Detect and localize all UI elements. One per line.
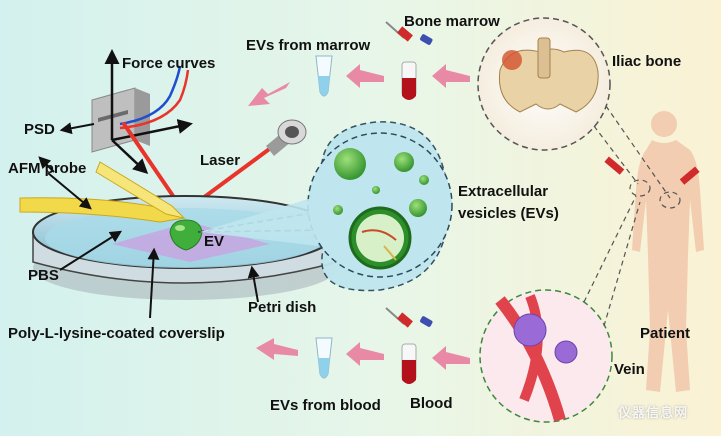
vein-zoom xyxy=(479,289,613,423)
label-vein: Vein xyxy=(614,361,645,378)
iliac-bone-zoom xyxy=(477,17,611,151)
label-ev: EV xyxy=(204,233,225,250)
ev-marrow-tube xyxy=(315,55,333,97)
label-laser: Laser xyxy=(200,152,241,169)
blood-tube xyxy=(401,343,417,384)
laser-source xyxy=(266,119,307,156)
label-petri-dish: Petri dish xyxy=(248,299,317,316)
zoom-connectors xyxy=(583,105,681,327)
psd-pointer xyxy=(59,122,95,135)
ev-blood-tube xyxy=(315,337,333,379)
watermark: 仪器信息网 xyxy=(618,405,689,420)
label-vesicles-evs: vesicles (EVs) xyxy=(458,205,559,222)
label-pointers xyxy=(38,156,260,319)
syringe-bottom xyxy=(385,307,413,328)
label-blood: Blood xyxy=(410,395,453,412)
label-patient: Patient xyxy=(640,325,691,342)
cap-top xyxy=(420,34,433,45)
syringe-patient-2 xyxy=(679,166,700,185)
cap-bottom xyxy=(420,316,433,327)
label-coverslip: Poly-L-lysine-coated coverslip xyxy=(8,325,225,342)
flow-arrows xyxy=(248,64,470,370)
label-iliac-bone: Iliac bone xyxy=(612,53,682,70)
marrow-tube xyxy=(401,61,417,100)
label-extracellular: Extracellular xyxy=(458,183,549,200)
label-afm-probe: AFM probe xyxy=(8,160,87,177)
label-bone-marrow: Bone marrow xyxy=(404,13,500,30)
label-pbs: PBS xyxy=(28,267,59,284)
psd-detector xyxy=(91,87,150,153)
syringe-top xyxy=(385,21,413,42)
vesicles-cluster xyxy=(333,148,429,270)
afm-probe xyxy=(19,161,186,223)
label-force-curves: Force curves xyxy=(122,55,216,72)
label-evs-from-blood: EVs from blood xyxy=(270,397,381,414)
label-evs-from-marrow: EVs from marrow xyxy=(246,37,371,54)
force-curves-graph xyxy=(104,49,193,175)
syringe-patient-1 xyxy=(604,156,625,175)
patient-figure xyxy=(632,111,704,392)
ev-sample xyxy=(169,219,203,251)
label-psd: PSD xyxy=(24,121,55,138)
